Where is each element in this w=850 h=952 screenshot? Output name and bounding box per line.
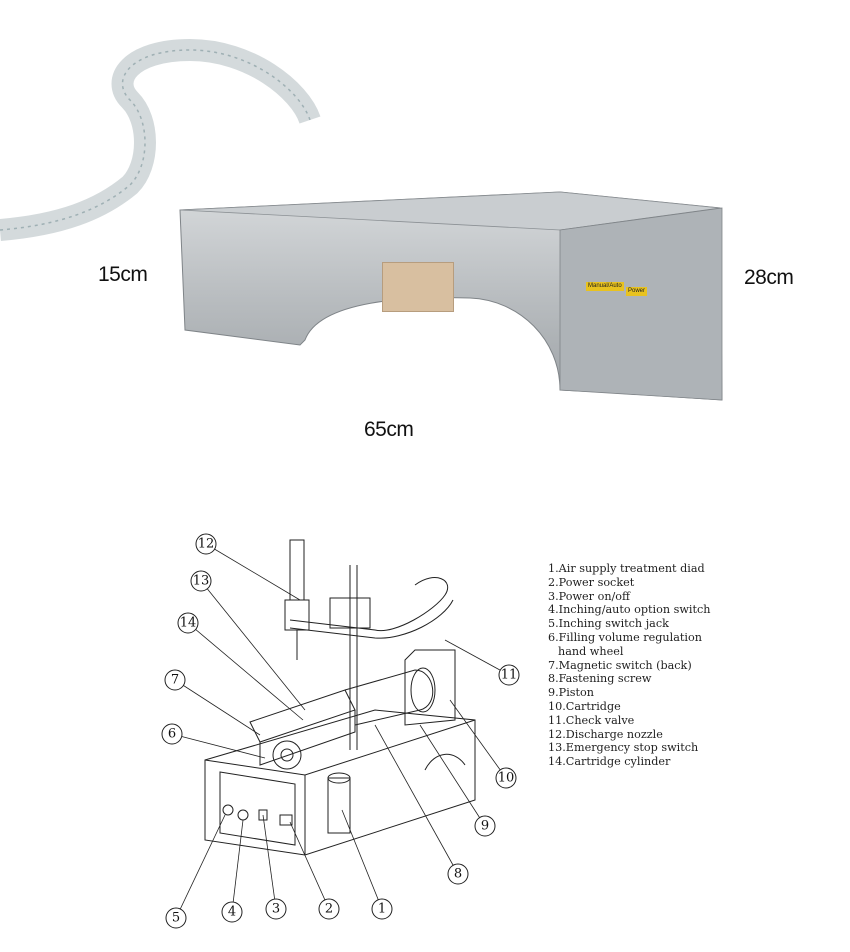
suction-hose (0, 38, 321, 241)
svg-text:11: 11 (501, 668, 518, 683)
legend-item: 6.Filling volume regulation (548, 630, 702, 644)
legend-item: 1.Air supply treatment diad (548, 562, 705, 575)
power-label: Power (626, 287, 648, 296)
legend-item: 4.Inching/auto option switch (548, 603, 711, 617)
diagram-base (204, 709, 476, 856)
diagram-cylinder (249, 689, 356, 743)
svg-text:4: 4 (228, 905, 236, 920)
callout-10: 10 (495, 767, 517, 789)
svg-text:9: 9 (481, 819, 489, 834)
machine-photo (0, 38, 723, 401)
legend-item: 12.Discharge nozzle (548, 727, 663, 741)
svg-text:13: 13 (193, 574, 210, 589)
height-right-label: 28cm (744, 266, 794, 289)
legend-item: 13.Emergency stop switch (548, 741, 699, 755)
callout-3: 3 (265, 898, 287, 920)
callout-12: 12 (195, 533, 217, 555)
legend-item: 14.Cartridge cylinder (548, 755, 671, 769)
legend-item: hand wheel (558, 644, 624, 658)
callout-6: 6 (161, 723, 183, 745)
diagram-tube (289, 577, 449, 632)
svg-text:5: 5 (172, 911, 180, 926)
legend-item: 7.Magnetic switch (back) (548, 658, 692, 672)
parts-diagram: 12 13 14 7 6 11 10 9 8 1 2 3 4 5 (161, 533, 520, 929)
callout-1: 1 (371, 898, 393, 920)
callout-8: 8 (447, 863, 469, 885)
svg-text:1: 1 (378, 902, 386, 917)
callout-5: 5 (165, 907, 187, 929)
svg-text:8: 8 (454, 867, 462, 882)
height-left-label: 15cm (98, 263, 148, 286)
svg-text:3: 3 (272, 902, 280, 917)
legend-item: 3.Power on/off (548, 589, 630, 603)
callout-7: 7 (164, 669, 186, 691)
callout-13: 13 (190, 570, 212, 592)
legend-item: 5.Inching switch jack (548, 617, 669, 631)
callout-4: 4 (221, 901, 243, 923)
legend-item: 11.Check valve (548, 713, 635, 727)
parts-legend: 1.Air supply treatment diad 2.Power sock… (548, 562, 710, 769)
svg-text:14: 14 (180, 616, 197, 631)
svg-text:6: 6 (168, 727, 176, 742)
legend-item: 8.Fastening screw (548, 672, 652, 686)
callout-9: 9 (474, 815, 496, 837)
legend-item: 10.Cartridge (548, 699, 621, 713)
svg-text:7: 7 (171, 673, 179, 688)
callout-11: 11 (498, 664, 520, 686)
manual-auto-label: Manual/Auto (586, 282, 624, 291)
svg-text:2: 2 (325, 902, 333, 917)
svg-text:10: 10 (498, 771, 515, 786)
diagram-nozzle (289, 539, 305, 601)
callout-2: 2 (318, 898, 340, 920)
name-plate (382, 262, 454, 312)
legend-item: 9.Piston (548, 686, 594, 700)
callout-14: 14 (177, 612, 199, 634)
legend-item: 2.Power socket (548, 575, 635, 589)
svg-text:12: 12 (198, 537, 215, 552)
length-label: 65cm (364, 418, 414, 441)
